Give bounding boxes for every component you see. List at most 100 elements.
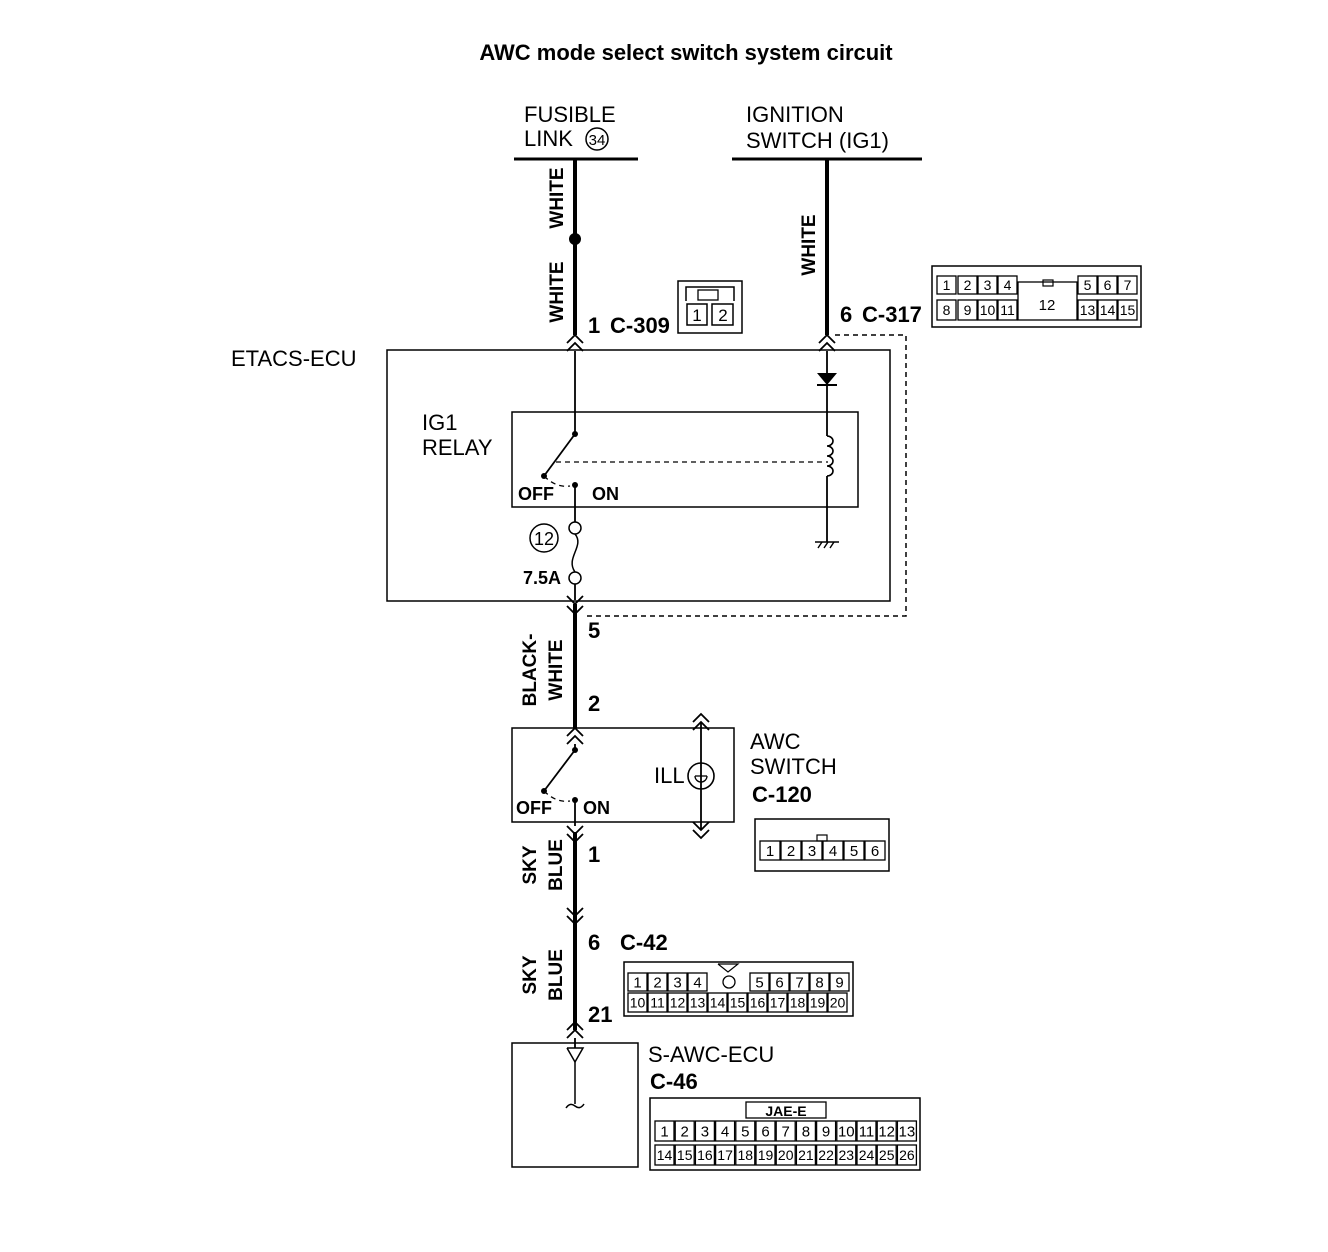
- terminal-awc-in: 2: [588, 691, 600, 716]
- c46-pin-1: 1: [660, 1123, 668, 1140]
- ecu-input-symbol: [566, 1047, 585, 1064]
- c46-pin-10-cell: [836, 1120, 857, 1142]
- c42-pin-2-cell: [647, 972, 668, 992]
- c46-pin-3: 3: [701, 1123, 709, 1140]
- c309-lock: [685, 286, 735, 301]
- c120-pin-2: 2: [787, 843, 795, 860]
- c317-pin-5-cell: [1077, 275, 1098, 295]
- c46-pin-12-cell: [876, 1120, 897, 1142]
- c317-pin-1-cell: [936, 275, 957, 295]
- ignition-switch-label-line2: SWITCH (IG1): [746, 128, 889, 153]
- terminal-ecu-in: 21: [588, 1002, 612, 1027]
- connector-chevrons: [566, 333, 836, 1039]
- terminal-c309-pin: 1: [588, 313, 600, 338]
- c46-pin-9-cell: [815, 1120, 837, 1142]
- c46-pin-26: 26: [899, 1147, 915, 1163]
- terminal-c317-name: C-317: [862, 302, 922, 327]
- c42-pin-10-cell: [627, 992, 648, 1013]
- terminal-awc-out: 1: [588, 842, 600, 867]
- c317-pin-6-cell: [1097, 275, 1118, 295]
- c46-pin-6: 6: [761, 1123, 769, 1140]
- terminal-etacs-out: 5: [588, 618, 600, 643]
- s-awc-ecu-label: S-AWC-ECU: [648, 1042, 774, 1067]
- c42-pin-7-cell: [789, 972, 810, 992]
- c46-pin-14-cell: [654, 1144, 675, 1166]
- wire-color-fusible-lower: WHITE: [547, 261, 568, 322]
- c42-pin-16-cell: [747, 992, 768, 1013]
- awc-switch-box: [511, 727, 735, 823]
- wire-color-c42-ecu-line1: SKY: [520, 955, 541, 994]
- c42-key: [717, 963, 740, 973]
- ecu-internal-resistor: [565, 1103, 585, 1109]
- c317-pin-14: 14: [1100, 302, 1116, 318]
- c46-pin-5: 5: [741, 1123, 749, 1140]
- c46-pin-15-cell: [674, 1144, 695, 1166]
- c42-pin-5-cell: [749, 972, 770, 992]
- c317-pin-2-cell: [957, 275, 978, 295]
- c46-pin-7-cell: [775, 1120, 796, 1142]
- wire-color-ignition: WHITE: [799, 214, 820, 275]
- c309-pin-2: 2: [718, 306, 727, 325]
- etacs-ecu-label: ETACS-ECU: [231, 346, 357, 371]
- c120-pin-4-cell: [822, 840, 844, 861]
- diagram-title: AWC mode select switch system circuit: [479, 40, 893, 65]
- c46-pin-21: 21: [798, 1147, 814, 1163]
- fuse-top-terminal: [568, 521, 582, 535]
- ig1-relay-label-line2: RELAY: [422, 435, 493, 460]
- c317-pin-14-cell: [1097, 299, 1118, 321]
- c309-cell-1: [686, 303, 708, 326]
- fuse-number-circle: [529, 523, 559, 553]
- c46-pin-17: 17: [717, 1147, 733, 1163]
- c120-pin-6: 6: [871, 843, 879, 860]
- awc-switch-connector: C-120: [752, 782, 812, 807]
- etacs-connector-dashed-outline: [583, 334, 907, 617]
- c46-pin-10: 10: [838, 1123, 855, 1140]
- c46-pin-18-cell: [735, 1144, 756, 1166]
- c42-pin-9: 9: [835, 974, 843, 991]
- c42-pin-4: 4: [693, 974, 701, 991]
- fusible-link-number-circle: [585, 127, 609, 151]
- c120-pin-5-cell: [843, 840, 865, 861]
- c42-pin-20: 20: [830, 995, 846, 1011]
- c120-pin-3: 3: [808, 843, 816, 860]
- c46-pin-15: 15: [677, 1147, 693, 1163]
- etacs-ecu-box: [386, 349, 891, 602]
- c42-pin-12: 12: [670, 995, 686, 1011]
- c42-center-hole: [722, 975, 736, 989]
- c120-pin-2-cell: [780, 840, 802, 861]
- c42-pin-8: 8: [815, 974, 823, 991]
- etacs-ecu: ETACS-ECU IG1 RELAY OFF ON 12 7.5A: [231, 159, 907, 617]
- c42-pin-3: 3: [673, 974, 681, 991]
- c120-pin-3-cell: [801, 840, 823, 861]
- awc-switch-off-arc: [543, 790, 571, 802]
- c317-pin-13: 13: [1080, 302, 1096, 318]
- c317-pin-1: 1: [943, 277, 951, 293]
- relay-contact-arm: [543, 433, 576, 477]
- c317-center-cell: [1017, 281, 1078, 321]
- c46-pin-26-cell: [896, 1144, 918, 1166]
- c46-outer: [649, 1097, 921, 1171]
- ill-lamp-icon: [687, 762, 715, 790]
- c42-pin-14: 14: [710, 995, 726, 1011]
- main-wire: [569, 159, 581, 1030]
- c317-pin-7: 7: [1124, 277, 1132, 293]
- ignition-switch-label-line1: IGNITION: [746, 102, 844, 127]
- c42-pin-1: 1: [633, 974, 641, 991]
- c42-pin-9-cell: [829, 972, 850, 992]
- c120-pin-4: 4: [829, 843, 837, 860]
- c120-outer: [754, 818, 890, 872]
- c42-pin-16: 16: [750, 995, 766, 1011]
- c317-pin-5: 5: [1084, 277, 1092, 293]
- c42-pin-11: 11: [650, 995, 665, 1011]
- splice-point: [569, 233, 581, 245]
- c317-pin-13-cell: [1077, 299, 1098, 321]
- ill-lamp-filament: [694, 775, 708, 783]
- c317-pin-3: 3: [984, 277, 992, 293]
- connector-c309-face: 1 2: [677, 280, 743, 334]
- c42-pin-12-cell: [667, 992, 688, 1013]
- c317-pin-8-cell: [936, 299, 957, 321]
- c42-pin-13-cell: [687, 992, 708, 1013]
